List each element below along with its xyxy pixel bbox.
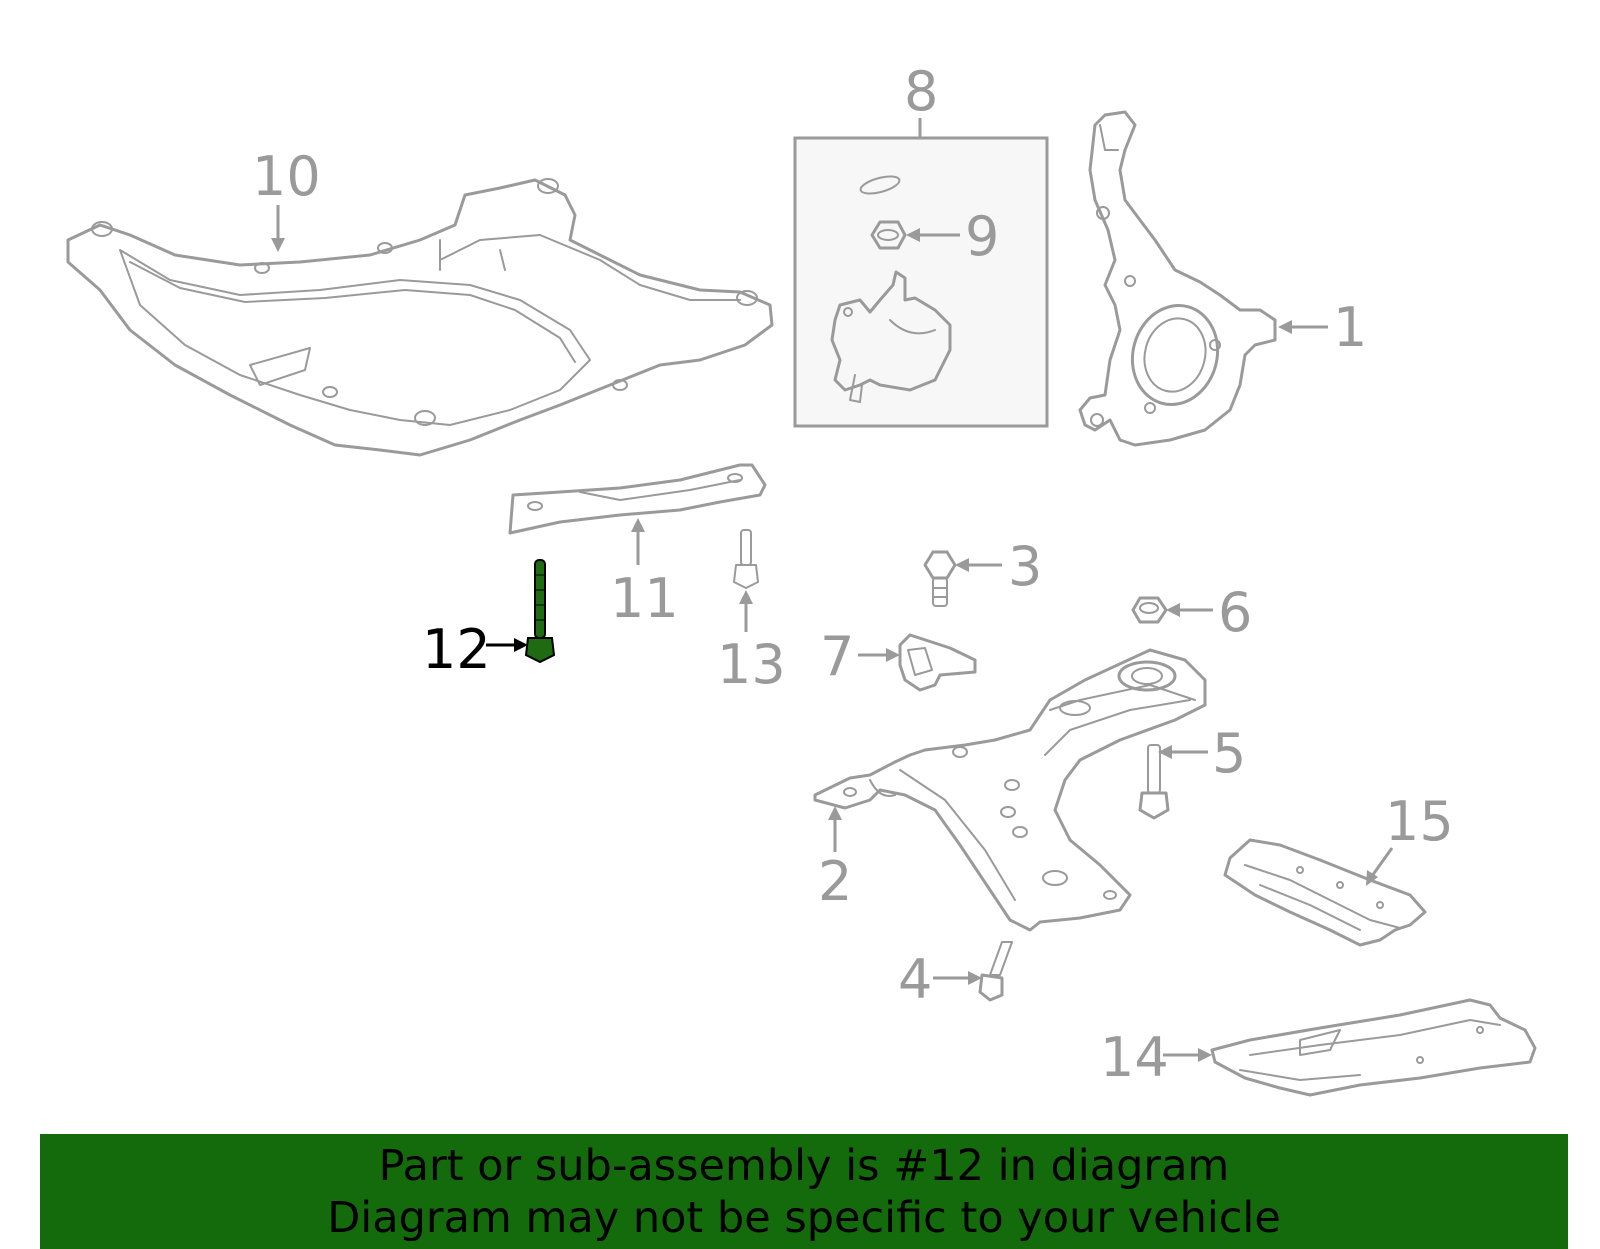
svg-text:10: 10 [252,145,321,208]
svg-text:14: 14 [1100,1026,1169,1089]
part-4-bolt[interactable] [978,941,1013,1002]
callout-2: 2 [818,806,852,913]
svg-text:3: 3 [1008,535,1042,598]
callout-13: 13 [717,590,786,696]
callout-1: 1 [1278,296,1367,359]
svg-text:2: 2 [818,850,852,913]
banner-line-part: Part or sub-assembly is #12 in diagram [378,1141,1230,1191]
svg-text:1: 1 [1333,296,1367,359]
callout-3: 3 [955,535,1042,598]
part-8-ball-joint-assembly[interactable] [793,136,1049,428]
callout-8: 8 [904,60,938,138]
part-12-bolt-highlighted[interactable] [524,559,556,664]
part-13-bolt[interactable] [733,529,759,589]
part-15-under-cover[interactable] [1223,838,1427,947]
callout-12: 12 [422,618,528,681]
part-11-reinforcement[interactable] [508,463,767,535]
callout-9: 9 [906,205,999,268]
info-banner: Part or sub-assembly is #12 in diagram D… [40,1134,1568,1249]
part-2-lower-control-arm[interactable] [813,648,1207,932]
svg-text:4: 4 [898,948,932,1011]
svg-text:9: 9 [965,205,999,268]
banner-line-disclaimer: Diagram may not be specific to your vehi… [327,1193,1281,1243]
callout-6: 6 [1166,581,1252,644]
part-1-steering-knuckle[interactable] [1078,110,1277,447]
svg-text:5: 5 [1212,722,1246,785]
svg-text:7: 7 [820,625,854,688]
part-14-under-cover[interactable] [1210,998,1537,1097]
part-3-bolt[interactable] [923,550,957,607]
svg-text:6: 6 [1218,581,1252,644]
callout-10: 10 [252,145,321,252]
part-10-crossmember[interactable] [66,178,774,457]
svg-text:13: 13 [717,633,786,696]
callout-11: 11 [610,518,679,630]
part-5-bolt[interactable] [1138,744,1170,820]
callout-5: 5 [1158,722,1246,785]
callout-4: 4 [898,948,982,1011]
svg-text:8: 8 [904,60,938,123]
svg-text:11: 11 [610,567,679,630]
callout-7: 7 [820,625,900,688]
callout-14: 14 [1100,1026,1212,1089]
svg-text:12: 12 [422,618,491,681]
part-6-nut[interactable] [1131,596,1168,624]
part-9-nut[interactable] [870,220,907,250]
callout-15: 15 [1366,790,1454,886]
part-7-bushing[interactable] [898,633,977,692]
svg-text:15: 15 [1385,790,1454,853]
